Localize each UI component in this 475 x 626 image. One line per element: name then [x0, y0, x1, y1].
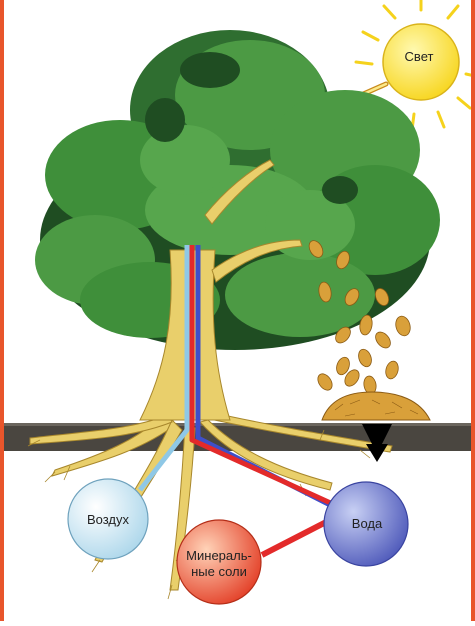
leaf-pile	[321, 391, 431, 421]
transport-channels	[138, 245, 342, 558]
channel-light-blue	[138, 245, 190, 492]
decay-arrow	[362, 424, 392, 462]
minerals-circle	[176, 519, 262, 605]
air-circle	[67, 478, 149, 560]
water-circle	[323, 481, 409, 567]
channel-red	[189, 245, 337, 508]
falling-leaves	[308, 240, 411, 395]
sun	[382, 23, 460, 101]
minerals-label: Минераль- ные соли	[186, 548, 252, 579]
light-label: Свет	[404, 49, 434, 64]
air-label: Воздух	[86, 512, 129, 527]
foliage	[35, 30, 440, 350]
channel-minerals	[260, 517, 332, 558]
water-label: Вода	[351, 516, 383, 531]
leaf-pile-texture	[334, 399, 419, 417]
